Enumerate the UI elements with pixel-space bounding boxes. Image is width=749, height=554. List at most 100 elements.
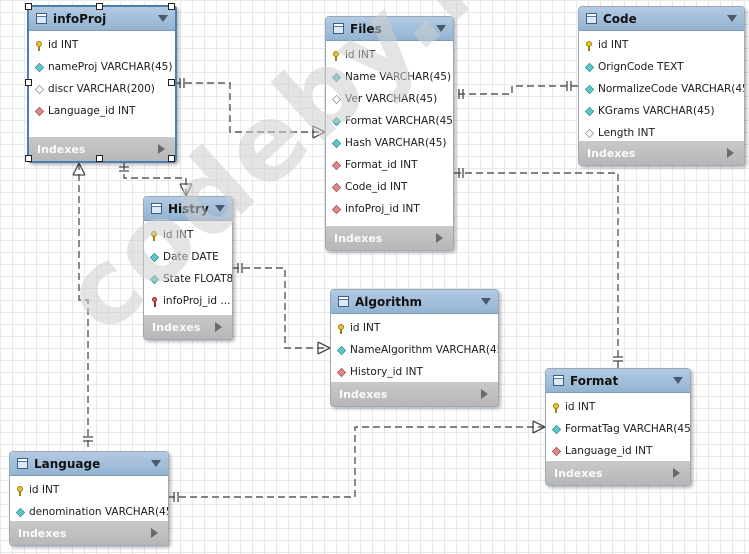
primary-key-icon	[585, 40, 594, 51]
column-row[interactable]: denomination VARCHAR(45)	[10, 501, 168, 523]
rel-code-files	[453, 85, 578, 95]
column-label: id INT	[565, 401, 596, 413]
selection-handle[interactable]	[25, 3, 32, 10]
many-marker	[312, 125, 327, 139]
column-label: discr VARCHAR(200)	[48, 83, 155, 95]
expand-arrow-icon[interactable]	[673, 468, 680, 478]
table-icon	[17, 458, 28, 469]
column-row[interactable]: discr VARCHAR(200)	[29, 78, 175, 100]
indexes-bar[interactable]: Indexes	[546, 461, 690, 485]
table-format[interactable]: Format id INT FormatTag VARCHAR(45) Lang…	[545, 368, 691, 486]
column-row[interactable]: Date DATE	[144, 246, 232, 268]
indexes-bar[interactable]: Indexes	[326, 226, 453, 250]
column-row[interactable]: State FLOAT8	[144, 268, 232, 290]
selection-handle[interactable]	[96, 155, 103, 162]
column-row[interactable]: Hash VARCHAR(45)	[326, 132, 453, 154]
column-row[interactable]: OrignCode TEXT	[579, 56, 744, 78]
column-row[interactable]: infoProj_id ...	[144, 290, 232, 312]
foreign-key-diamond-icon	[336, 367, 347, 377]
column-row[interactable]: Language_id INT	[29, 100, 175, 122]
table-header[interactable]: Files	[326, 17, 453, 41]
column-row[interactable]: id INT	[29, 34, 175, 56]
table-header[interactable]: infoProj	[29, 7, 175, 31]
many-marker	[458, 168, 464, 178]
selection-handle[interactable]	[168, 3, 175, 10]
column-row[interactable]: id INT	[144, 224, 232, 246]
collapse-arrow-icon[interactable]	[436, 25, 446, 32]
expand-arrow-icon[interactable]	[481, 389, 488, 399]
expand-arrow-icon[interactable]	[436, 233, 443, 243]
column-row[interactable]: id INT	[326, 44, 453, 66]
expand-arrow-icon[interactable]	[151, 528, 158, 538]
column-diamond-icon	[149, 252, 160, 262]
rel-histry-algorithm	[232, 267, 330, 349]
table-header[interactable]: Code	[579, 7, 744, 31]
many-marker	[532, 420, 547, 434]
table-infoproj[interactable]: infoProj id INT nameProj VARCHAR(45) dis…	[27, 5, 177, 163]
table-files[interactable]: Files id INT Name VARCHAR(45) Ver VARCHA…	[325, 16, 454, 251]
collapse-arrow-icon[interactable]	[215, 205, 225, 212]
column-row[interactable]: KGrams VARCHAR(45)	[579, 100, 744, 122]
column-row[interactable]: Format VARCHAR(45)	[326, 110, 453, 132]
column-row[interactable]: Code_id INT	[326, 176, 453, 198]
table-header[interactable]: Algorithm	[331, 290, 498, 314]
column-list: id INT denomination VARCHAR(45)	[10, 476, 168, 526]
indexes-label: Indexes	[18, 526, 67, 540]
column-row[interactable]: id INT	[331, 317, 498, 339]
column-row[interactable]: id INT	[546, 396, 690, 418]
column-row[interactable]: NormalizeCode VARCHAR(45)	[579, 78, 744, 100]
table-header[interactable]: Histry	[144, 197, 232, 221]
indexes-bar[interactable]: Indexes	[10, 521, 168, 545]
column-row[interactable]: History_id INT	[331, 361, 498, 383]
table-histry[interactable]: Histry id INT Date DATE State FLOAT8 inf…	[143, 196, 233, 340]
column-row[interactable]: id INT	[579, 34, 744, 56]
many-marker	[458, 89, 464, 99]
column-diamond-icon	[331, 116, 342, 126]
expand-arrow-icon[interactable]	[158, 144, 165, 154]
table-algorithm[interactable]: Algorithm id INT NameAlgorithm VARCHAR(4…	[330, 289, 499, 407]
table-code[interactable]: Code id INT OrignCode TEXT NormalizeCode…	[578, 6, 745, 166]
foreign-key-diamond-icon	[331, 182, 342, 192]
selection-handle[interactable]	[25, 79, 32, 86]
column-diamond-icon	[331, 138, 342, 148]
collapse-arrow-icon[interactable]	[673, 377, 683, 384]
table-language[interactable]: Language id INT denomination VARCHAR(45)…	[9, 451, 169, 546]
table-icon	[333, 23, 344, 34]
column-row[interactable]: nameProj VARCHAR(45)	[29, 56, 175, 78]
table-icon	[553, 375, 564, 386]
column-row[interactable]: FormatTag VARCHAR(45)	[546, 418, 690, 440]
column-row[interactable]: Length INT	[579, 122, 744, 144]
column-row[interactable]: Name VARCHAR(45)	[326, 66, 453, 88]
column-label: NameAlgorithm VARCHAR(45)	[350, 344, 499, 356]
table-title: Code	[603, 11, 637, 26]
selection-handle[interactable]	[96, 3, 103, 10]
expand-arrow-icon[interactable]	[215, 322, 222, 332]
indexes-bar[interactable]: Indexes	[144, 315, 232, 339]
column-diamond-icon	[34, 62, 45, 72]
table-header[interactable]: Format	[546, 369, 690, 393]
collapse-arrow-icon[interactable]	[151, 460, 161, 467]
column-row[interactable]: Ver VARCHAR(45)	[326, 88, 453, 110]
table-header[interactable]: Language	[10, 452, 168, 476]
indexes-label: Indexes	[334, 231, 383, 245]
collapse-arrow-icon[interactable]	[158, 15, 168, 22]
column-row[interactable]: Language_id INT	[546, 440, 690, 462]
collapse-arrow-icon[interactable]	[727, 15, 737, 22]
expand-arrow-icon[interactable]	[727, 148, 734, 158]
column-label: denomination VARCHAR(45)	[29, 506, 169, 518]
selection-handle[interactable]	[168, 79, 175, 86]
foreign-key-diamond-icon	[34, 106, 45, 116]
column-row[interactable]: NameAlgorithm VARCHAR(45)	[331, 339, 498, 361]
indexes-bar[interactable]: Indexes	[579, 141, 744, 165]
collapse-arrow-icon[interactable]	[481, 298, 491, 305]
column-list: id INT Name VARCHAR(45) Ver VARCHAR(45) …	[326, 41, 453, 223]
indexes-bar[interactable]: Indexes	[331, 382, 498, 406]
selection-handle[interactable]	[25, 155, 32, 162]
column-list: id INT OrignCode TEXT NormalizeCode VARC…	[579, 31, 744, 147]
column-row[interactable]: Format_id INT	[326, 154, 453, 176]
column-label: Language_id INT	[48, 105, 136, 117]
one-marker	[119, 166, 129, 172]
selection-handle[interactable]	[168, 155, 175, 162]
column-row[interactable]: infoProj_id INT	[326, 198, 453, 220]
column-row[interactable]: id INT	[10, 479, 168, 501]
